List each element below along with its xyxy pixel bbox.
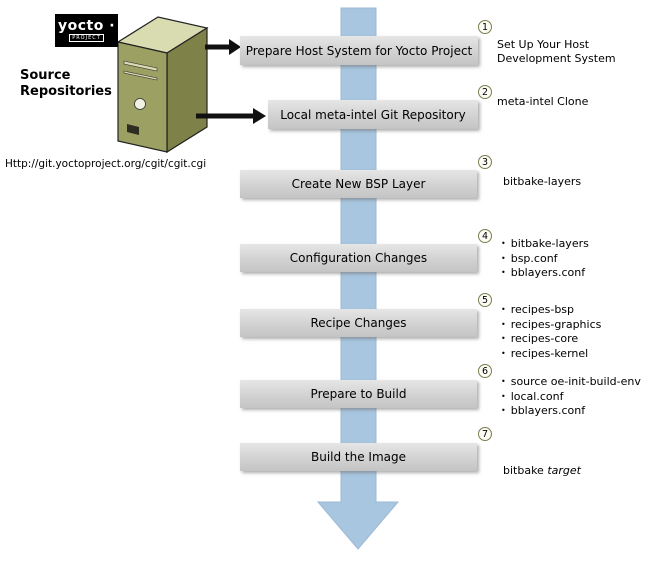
bullet-dot: •	[501, 305, 506, 314]
bullet-text: recipes-kernel	[510, 346, 589, 360]
bullet-text: source oe-init-build-env	[510, 375, 641, 388]
step-box-local-meta-intel: Local meta-intel Git Repository	[268, 100, 478, 129]
bullet-text: local.conf	[510, 389, 564, 403]
step-note-7: bitbake target	[503, 450, 581, 477]
bullet-item: • source oe-init-build-env	[501, 375, 641, 390]
flow-arrow-down	[316, 7, 400, 550]
front-badge	[127, 124, 139, 135]
step-note-7-argument: target	[547, 463, 581, 477]
power-button	[134, 98, 146, 110]
arrow-to-step1	[205, 39, 241, 55]
step-number-6: 6	[478, 364, 492, 378]
step-note-4-bullets: • bitbake-layers • bsp.conf • bblayers.conf	[501, 237, 589, 281]
arrow-to-step2	[196, 108, 266, 124]
step-number-5: 5	[478, 293, 492, 307]
bullet-dot: •	[501, 348, 506, 358]
step-number-1: 1	[478, 20, 492, 34]
bullet-item: • recipes-bsp	[501, 303, 601, 318]
bullet-text: recipes-bsp	[510, 303, 575, 316]
step-number-2: 2	[478, 85, 492, 99]
bullet-dot: •	[501, 406, 506, 415]
bullet-dot: •	[501, 391, 506, 401]
source-repositories-url: Http://git.yoctoproject.org/cgit/cgit.cg…	[5, 158, 207, 170]
drive-slot-1	[123, 60, 158, 72]
step-note-5-bullets: • recipes-bsp • recipes-graphics • recipes-…	[501, 303, 601, 361]
bullet-text: bblayers.conf	[510, 404, 586, 417]
bullet-dot: •	[501, 239, 506, 248]
source-repositories-label: Source Repositories	[20, 68, 112, 99]
step-box-build-the-image: Build the Image	[240, 443, 477, 471]
bullet-item: • local.conf	[501, 390, 641, 405]
bullet-text: bblayers.conf	[510, 266, 586, 279]
step-note-6-bullets: • source oe-init-build-env • local.conf • b…	[501, 375, 641, 419]
bullet-dot: •	[501, 319, 506, 329]
bullet-text: bsp.conf	[510, 251, 558, 265]
bullet-dot: •	[501, 268, 506, 277]
drive-slot-2	[123, 70, 158, 81]
step-box-configuration-changes: Configuration Changes	[240, 244, 477, 272]
source-repository-computer	[116, 16, 209, 154]
step-box-prepare-host: Prepare Host System for Yocto Project	[240, 36, 478, 65]
bullet-text: recipes-graphics	[510, 317, 602, 331]
yocto-logo-subtext: PROJECT	[69, 34, 104, 42]
bullet-dot: •	[501, 253, 506, 263]
bullet-item: • recipes-kernel	[501, 347, 601, 362]
bullet-item: • recipes-graphics	[501, 318, 601, 333]
bullet-item: • bblayers.conf	[501, 266, 589, 281]
yocto-project-logo: yocto · PROJECT	[55, 14, 118, 47]
step-box-prepare-to-build: Prepare to Build	[240, 380, 477, 408]
step-note-2: meta-intel Clone	[497, 95, 589, 108]
step-note-7-command: bitbake	[503, 463, 548, 477]
step-box-create-bsp-layer: Create New BSP Layer	[240, 170, 477, 198]
bullet-text: recipes-core	[510, 332, 579, 345]
bullet-item: • bitbake-layers	[501, 237, 589, 252]
step-number-4: 4	[478, 229, 492, 243]
step-number-7: 7	[478, 427, 492, 441]
step-note-3: bitbake-layers	[503, 175, 582, 188]
step-box-recipe-changes: Recipe Changes	[240, 309, 477, 337]
bullet-dot: •	[501, 377, 506, 386]
step-note-1: Set Up Your Host Development System	[497, 38, 616, 65]
bullet-dot: •	[501, 334, 506, 343]
yocto-logo-wordmark: yocto ·	[57, 18, 116, 34]
bullet-item: • bsp.conf	[501, 252, 589, 267]
bullet-item: • bblayers.conf	[501, 404, 641, 419]
step-number-3: 3	[478, 155, 492, 169]
bullet-item: • recipes-core	[501, 332, 601, 347]
bullet-text: bitbake-layers	[510, 237, 589, 250]
